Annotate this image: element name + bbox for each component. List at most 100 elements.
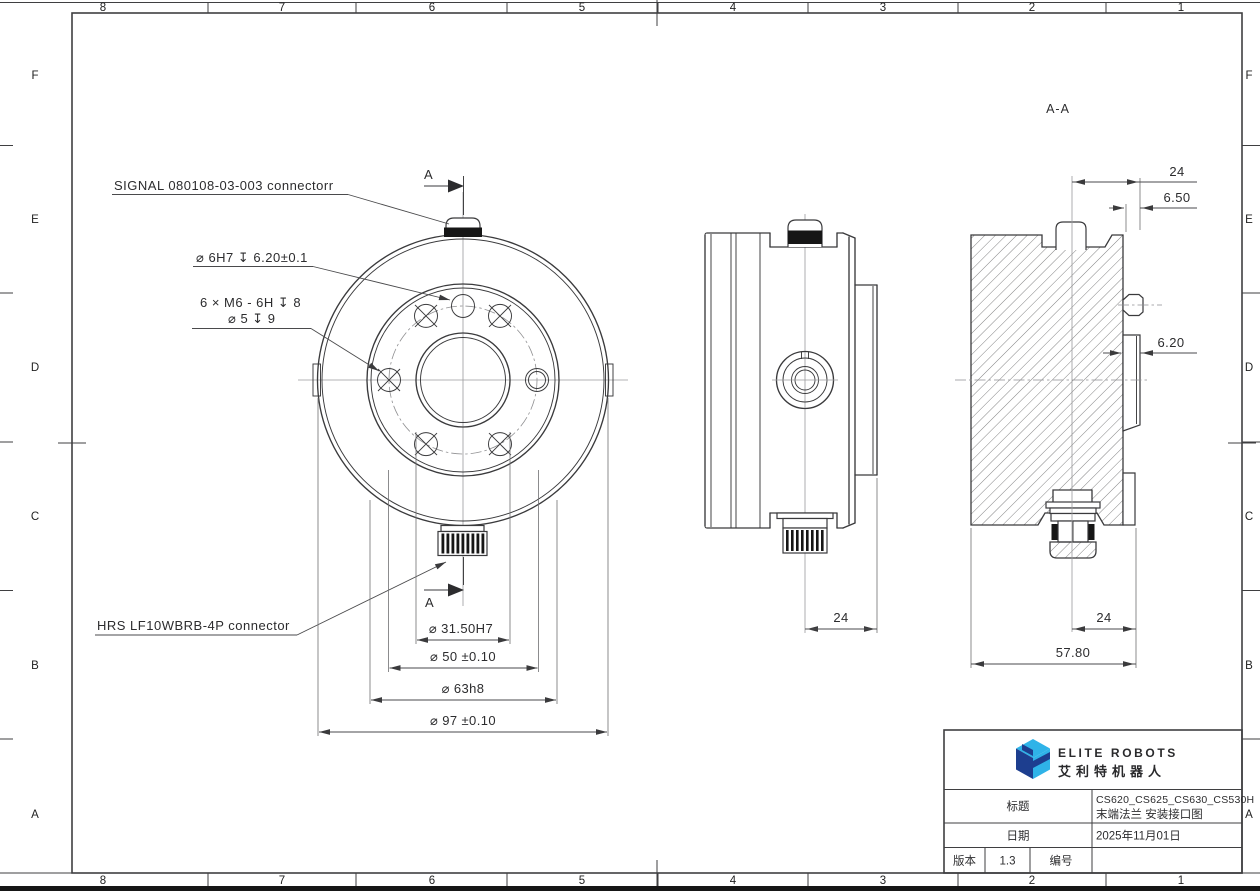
- hrs-connector-label: HRS LF10WBRB-4P connector: [97, 618, 290, 633]
- side-view: 24: [704, 214, 878, 633]
- spigot-ring-inner: [370, 287, 556, 473]
- front-view-dimension-lines: ⌀ 31.50H7 ⌀ 50 ±0.10 ⌀ 63h8 ⌀ 97 ±0.10: [319, 621, 607, 735]
- version-label: 版本: [953, 854, 976, 868]
- hrs-connector-bottom: [437, 524, 488, 557]
- border-letter: F: [1245, 70, 1252, 82]
- section-title: A-A: [1046, 102, 1070, 116]
- number-label: 编号: [1050, 854, 1073, 868]
- section-view: A-A: [955, 102, 1197, 668]
- border-bottom-numbers: 8 7 6 5 4 3 2 1: [100, 875, 1184, 887]
- bottom-black-bar: [0, 886, 1260, 891]
- section-centerlines: [955, 176, 1150, 632]
- flange-outer-inner-circle: [321, 238, 605, 522]
- border-left-letters: F E D C B A: [31, 70, 39, 821]
- section-dim-650: 6.50: [1164, 190, 1191, 205]
- dowel-hole-label: ⌀ 6H7 ↧ 6.20±0.1: [196, 250, 308, 265]
- section-marker-label-bottom: A: [425, 595, 434, 610]
- title-label: 标题: [1007, 800, 1030, 813]
- title-value-line2: 末端法兰 安装接口图: [1096, 807, 1203, 821]
- section-dim-620: 6.20: [1158, 335, 1185, 350]
- border-number: 1: [1178, 875, 1184, 887]
- dim-bore-text: ⌀ 31.50H7: [429, 621, 493, 636]
- center-bore-chamfer: [420, 337, 506, 423]
- version-value: 1.3: [1000, 856, 1016, 868]
- m6-holes-label-line1: 6 × M6 - 6H ↧ 8: [200, 295, 301, 310]
- center-bore-outer: [415, 332, 511, 428]
- border-top-numbers: 8 7 6 5 4 3 2 1: [100, 2, 1184, 14]
- side-view-center-boss: [772, 350, 838, 410]
- border-letter: B: [31, 660, 39, 672]
- border-number: 3: [880, 875, 886, 887]
- right-tab: [605, 363, 614, 397]
- section-bottom-step: [1122, 472, 1136, 526]
- dim-spigot-text: ⌀ 63h8: [442, 681, 485, 696]
- border-number: 5: [579, 2, 585, 14]
- elite-robots-logo-icon: [1016, 739, 1050, 779]
- m6-threaded-holes: [377, 303, 512, 457]
- section-dimensions: 24 6.50 6.20 24 57.80: [970, 164, 1197, 668]
- section-dim-top-24: 24: [1169, 164, 1184, 179]
- border-right-letters: F E D C B A: [1245, 70, 1253, 821]
- border-letter: E: [1245, 214, 1253, 226]
- border-letter: A: [1245, 809, 1253, 821]
- brand-name-cn: 艾利特机器人: [1058, 764, 1166, 779]
- section-marker-label-top: A: [424, 167, 433, 182]
- border-number: 4: [730, 875, 737, 887]
- side-knurl-stripes: [786, 530, 824, 551]
- front-view-callouts: SIGNAL 080108-03-003 connectorr ⌀ 6H7 ↧ …: [95, 178, 451, 636]
- border-number: 7: [279, 2, 285, 14]
- border-number: 6: [429, 875, 435, 887]
- m6-holes-label-line2: ⌀ 5 ↧ 9: [228, 311, 276, 326]
- side-view-dimension: 24: [805, 478, 878, 633]
- border-letter: B: [1245, 660, 1253, 672]
- title-block: ELITE ROBOTS 艾利特机器人 标题 CS620_CS625_CS630…: [943, 729, 1254, 874]
- border-number: 8: [100, 2, 106, 14]
- border-letter: C: [1245, 511, 1253, 523]
- border-letter: E: [31, 214, 39, 226]
- border-number: 2: [1029, 875, 1035, 887]
- plain-hole-right: [525, 368, 549, 392]
- border-letter: D: [31, 362, 39, 374]
- side-dim-24-text: 24: [833, 610, 848, 625]
- border-number: 5: [579, 875, 585, 887]
- front-view-extension-lines: [317, 398, 609, 736]
- side-view-signal-connector: [787, 219, 823, 247]
- signal-connector-label: SIGNAL 080108-03-003 connectorr: [114, 178, 334, 193]
- border-letter: A: [31, 809, 39, 821]
- bolt-circle: [388, 305, 538, 455]
- section-spigot-strip: [1122, 334, 1141, 432]
- section-cut-marker-bottom: A: [424, 557, 464, 610]
- border-number: 7: [279, 875, 285, 887]
- section-dim-5780: 57.80: [1056, 645, 1091, 660]
- border-row-ticks: [0, 145, 1260, 740]
- left-tab: [312, 363, 321, 397]
- date-value: 2025年11月01日: [1096, 829, 1181, 843]
- side-view-hrs-connector: [776, 512, 834, 554]
- brand-name-en: ELITE ROBOTS: [1058, 746, 1178, 760]
- title-value-line1: CS620_CS625_CS630_CS530H: [1096, 794, 1254, 806]
- dim-flange-text: ⌀ 97 ±0.10: [430, 713, 496, 728]
- spigot-ring-outer: [366, 283, 560, 477]
- border-column-ticks: [207, 2, 1107, 886]
- signal-connector-top: [444, 217, 482, 237]
- border-letter: C: [31, 511, 39, 523]
- knurl-stripes: [441, 533, 485, 554]
- centering-marks: [58, 0, 1256, 886]
- dim-bolt-circle-text: ⌀ 50 ±0.10: [430, 649, 496, 664]
- section-signal-bump: [1055, 221, 1087, 250]
- border-number: 8: [100, 875, 106, 887]
- border-number: 6: [429, 2, 435, 14]
- date-label: 日期: [1007, 830, 1030, 843]
- border-letter: F: [31, 70, 38, 82]
- border-number: 4: [730, 2, 737, 14]
- section-cut-marker-top: A: [424, 167, 464, 215]
- section-hrs-connector: [1045, 501, 1101, 559]
- section-dim-bottom-24: 24: [1096, 610, 1111, 625]
- border-number: 3: [880, 2, 886, 14]
- border-number: 1: [1178, 2, 1184, 14]
- dowel-hole: [451, 294, 475, 318]
- border-number: 2: [1029, 2, 1035, 14]
- border-letter: D: [1245, 362, 1253, 374]
